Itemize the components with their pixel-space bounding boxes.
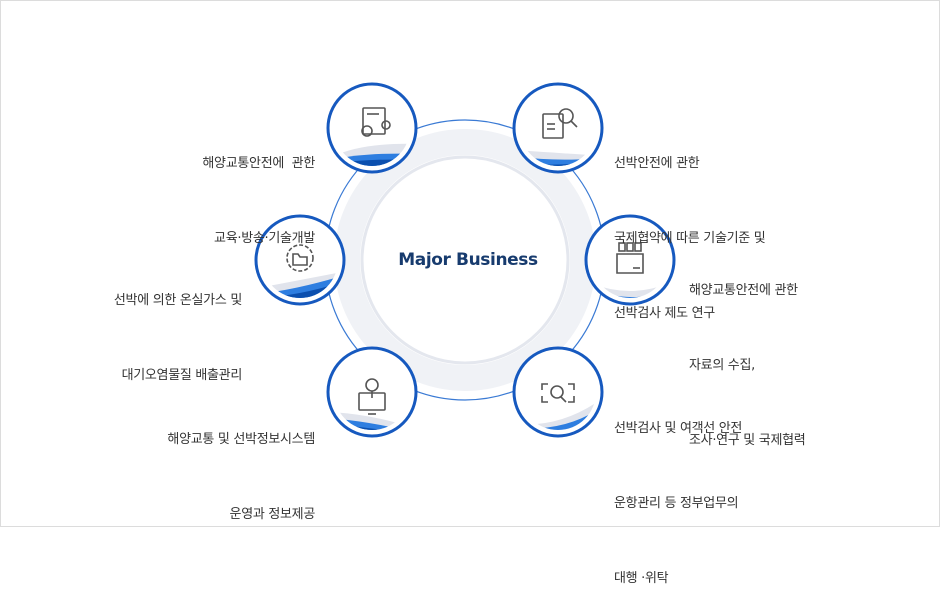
node-1[interactable]	[512, 82, 605, 174]
label-0-line-0: 해양교통안전에 관한	[202, 156, 315, 171]
inner-ring	[334, 129, 596, 391]
label-4-line-0: 해양교통 및 선박정보시스템	[167, 432, 315, 447]
lightbulb-monitor-icon	[358, 378, 386, 415]
node-4[interactable]	[326, 346, 418, 438]
label-4-line-1: 운영과 정보제공	[229, 507, 316, 522]
label-5-line-2: 대행 ·위탁	[614, 571, 669, 586]
label-5: 선박검사 및 여객선 안전 운항관리 등 정부업무의 대행 ·위탁	[614, 366, 834, 616]
label-3-line-1: 자료의 수집,	[689, 358, 755, 373]
gear-document-icon	[361, 107, 391, 137]
folder-gear-icon	[286, 244, 314, 272]
label-1-line-1: 국제협약에 따른 기술기준 및	[614, 231, 766, 246]
label-2: 선박에 의한 온실가스 및 대기오염물질 배출관리	[60, 238, 242, 413]
label-2-line-0: 선박에 의한 온실가스 및	[113, 293, 242, 308]
label-3: 해양교통안전에 관한 자료의 수집, 조사·연구 및 국제협력	[689, 228, 889, 478]
label-1-line-2: 선박검사 제도 연구	[614, 306, 715, 321]
scan-search-icon	[541, 383, 575, 403]
label-5-line-1: 운항관리 등 정부업무의	[614, 496, 739, 511]
center-title: Major Business	[398, 250, 538, 270]
label-2-line-1: 대기오염물질 배출관리	[121, 368, 243, 383]
label-0-line-1: 교육·방송·기술개발	[214, 231, 315, 246]
label-4: 해양교통 및 선박정보시스템 운영과 정보제공	[100, 377, 315, 552]
business-diagram	[254, 82, 676, 438]
label-1: 선박안전에 관한 국제협약에 따른 기술기준 및 선박검사 제도 연구	[614, 101, 834, 351]
document-search-icon	[542, 108, 578, 139]
node-5[interactable]	[512, 346, 604, 438]
label-3-line-2: 조사·연구 및 국제협력	[689, 433, 806, 448]
center-disc	[360, 155, 570, 365]
label-5-line-0: 선박검사 및 여객선 안전	[614, 421, 743, 436]
node-2[interactable]	[254, 214, 346, 306]
files-folder-icon	[616, 242, 644, 274]
node-3[interactable]	[584, 214, 676, 306]
label-3-line-0: 해양교통안전에 관한	[689, 283, 798, 298]
label-0: 해양교통안전에 관한 교육·방송·기술개발	[150, 101, 315, 276]
label-1-line-0: 선박안전에 관한	[614, 156, 700, 171]
